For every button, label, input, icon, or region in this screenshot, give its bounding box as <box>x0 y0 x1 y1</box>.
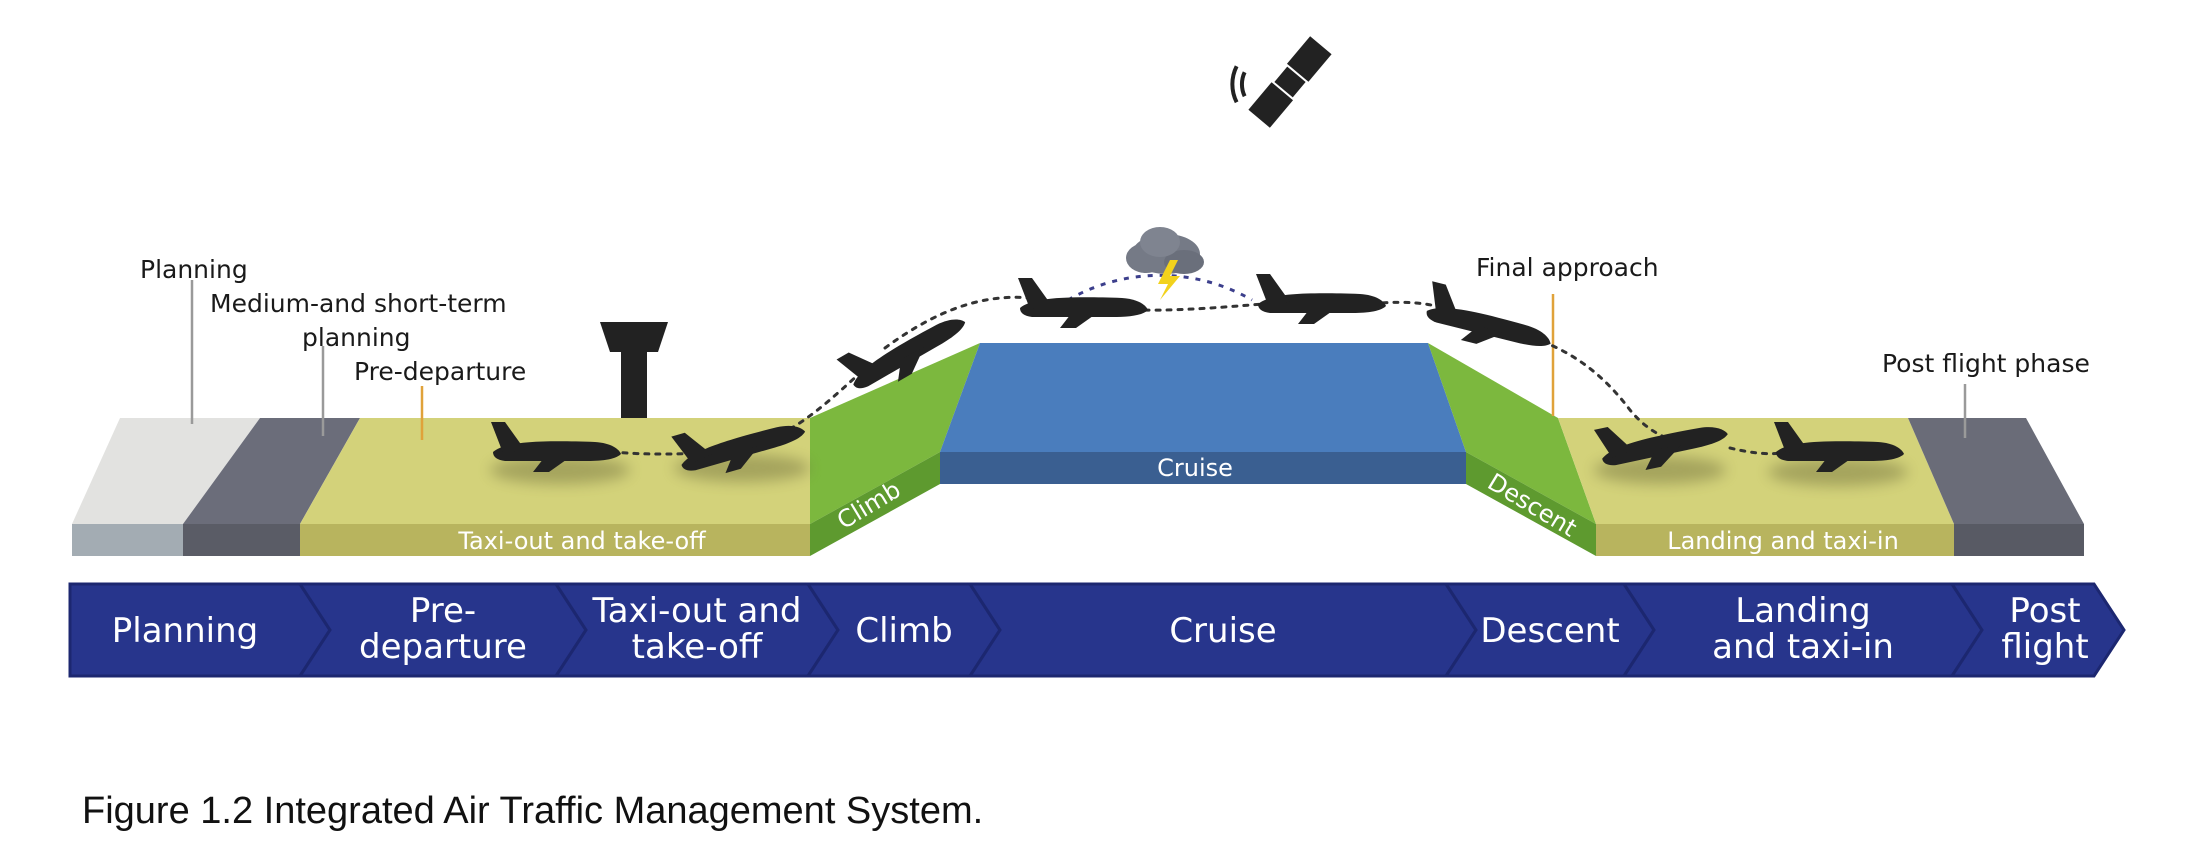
cruise-block-front <box>940 452 1466 484</box>
callout-lines <box>190 280 1967 440</box>
landing-platform-label: Landing and taxi-in <box>1667 527 1899 555</box>
phase-label-line: Cruise <box>1169 611 1276 651</box>
satellite-icon <box>1230 36 1332 128</box>
taxi-out-platform-label: Taxi-out and take-off <box>457 527 706 555</box>
final-approach-callout: Final approach <box>1476 253 1659 282</box>
cruise-platform-label: Cruise <box>1157 454 1233 482</box>
phase-label-line: take-off <box>632 627 764 667</box>
landing-block-front <box>1596 524 1954 556</box>
lightning-icon <box>1158 260 1180 300</box>
descent-slope-top <box>1428 343 1596 524</box>
planning-block-front <box>72 524 183 556</box>
phase-label-climb: Climb <box>855 611 952 651</box>
post-flight-block-top <box>1908 418 2084 524</box>
phase-label-line: Planning <box>112 611 258 651</box>
figure-caption: Figure 1.2 Integrated Air Traffic Manage… <box>82 790 984 832</box>
cruise-block-top <box>940 343 1466 452</box>
medium-term-callout-line2: planning <box>302 323 410 352</box>
phase-label-line: Descent <box>1480 611 1619 651</box>
phase-label-line: Pre- <box>410 591 476 631</box>
planning-callout: Planning <box>140 255 248 284</box>
phase-label-planning: Planning <box>112 611 258 651</box>
phase-label-line: Climb <box>855 611 952 651</box>
medium-term-block-top <box>183 418 360 524</box>
post-flight-phase-callout: Post flight phase <box>1882 349 2090 378</box>
phase-label-line: flight <box>2001 627 2088 667</box>
phase-label-line: and taxi-in <box>1712 627 1894 667</box>
storm-cloud-icon <box>1126 227 1204 274</box>
aircraft-group <box>490 274 1908 486</box>
descent-slope-front <box>1466 452 1596 556</box>
control-tower-icon <box>600 322 668 418</box>
pre-departure-callout: Pre-departure <box>354 357 526 386</box>
medium-term-callout-line1: Medium-and short-term <box>210 289 507 318</box>
phase-label-line: Taxi-out and <box>592 591 802 631</box>
phase-label-line: Landing <box>1735 591 1871 631</box>
climb-slope-front <box>810 452 940 556</box>
phase-arrow-post-flight <box>1949 582 2126 678</box>
airplane-icon <box>1420 281 1559 362</box>
phase-label-cruise: Cruise <box>1169 611 1276 651</box>
phase-label-line: departure <box>359 627 527 667</box>
medium-term-block-front <box>183 524 300 556</box>
storm-avoidance-arc <box>1067 273 1253 302</box>
phase-label-line: Post <box>2009 591 2080 631</box>
phase-label-descent: Descent <box>1480 611 1619 651</box>
taxi-out-block-front <box>300 524 810 556</box>
post-flight-block-front <box>1954 524 2084 556</box>
airplane-icon <box>1256 274 1386 324</box>
climb-slope-top <box>810 343 980 524</box>
phase-label-pre-departure: Pre-departure <box>359 591 527 667</box>
airplane-icon <box>1018 278 1148 328</box>
planning-block-top <box>72 418 260 524</box>
flight-platform: Taxi-out and take-off Climb Cruise Desce… <box>72 343 2084 556</box>
